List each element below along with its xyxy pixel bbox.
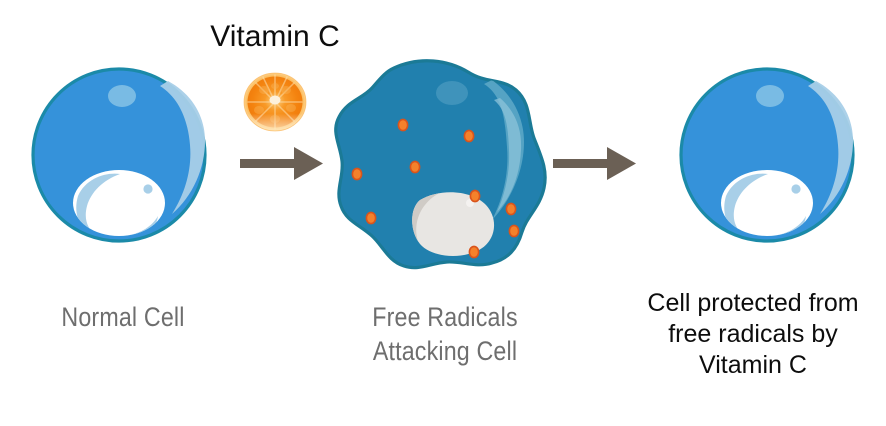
caption-line: Attacking Cell — [372, 336, 518, 366]
free-radical-dot — [365, 211, 377, 225]
free-radical-dot — [351, 167, 363, 181]
caption-line: Normal Cell — [61, 302, 185, 332]
free-radical-dot — [469, 189, 481, 203]
free-radical-dot — [409, 160, 421, 174]
damaged-cell-nucleus — [412, 192, 495, 256]
free-radical-dot — [508, 224, 520, 238]
normal-cell-graphic — [31, 67, 207, 243]
damaged-cell-graphic — [334, 59, 547, 270]
caption-line: free radicals by — [668, 320, 838, 348]
caption-normal-cell: Normal Cell — [8, 300, 238, 334]
orange-slice-icon — [243, 72, 307, 132]
vitamin-c-title: Vitamin C — [210, 20, 340, 53]
free-radical-dot — [397, 118, 409, 132]
free-radical-dot — [463, 129, 475, 143]
caption-free-radicals: Free Radicals Attacking Cell — [330, 300, 560, 368]
caption-line: Vitamin C — [699, 351, 807, 379]
caption-line: Free Radicals — [372, 302, 518, 332]
arrow-1 — [240, 147, 323, 180]
caption-line: Cell protected from — [647, 289, 859, 317]
arrow-2 — [553, 147, 636, 180]
free-radicals-group — [351, 118, 520, 259]
caption-protected-cell: Cell protected from free radicals by Vit… — [620, 288, 886, 381]
free-radical-dot — [468, 245, 480, 259]
protected-cell-graphic — [679, 67, 855, 243]
free-radical-dot — [505, 202, 517, 216]
